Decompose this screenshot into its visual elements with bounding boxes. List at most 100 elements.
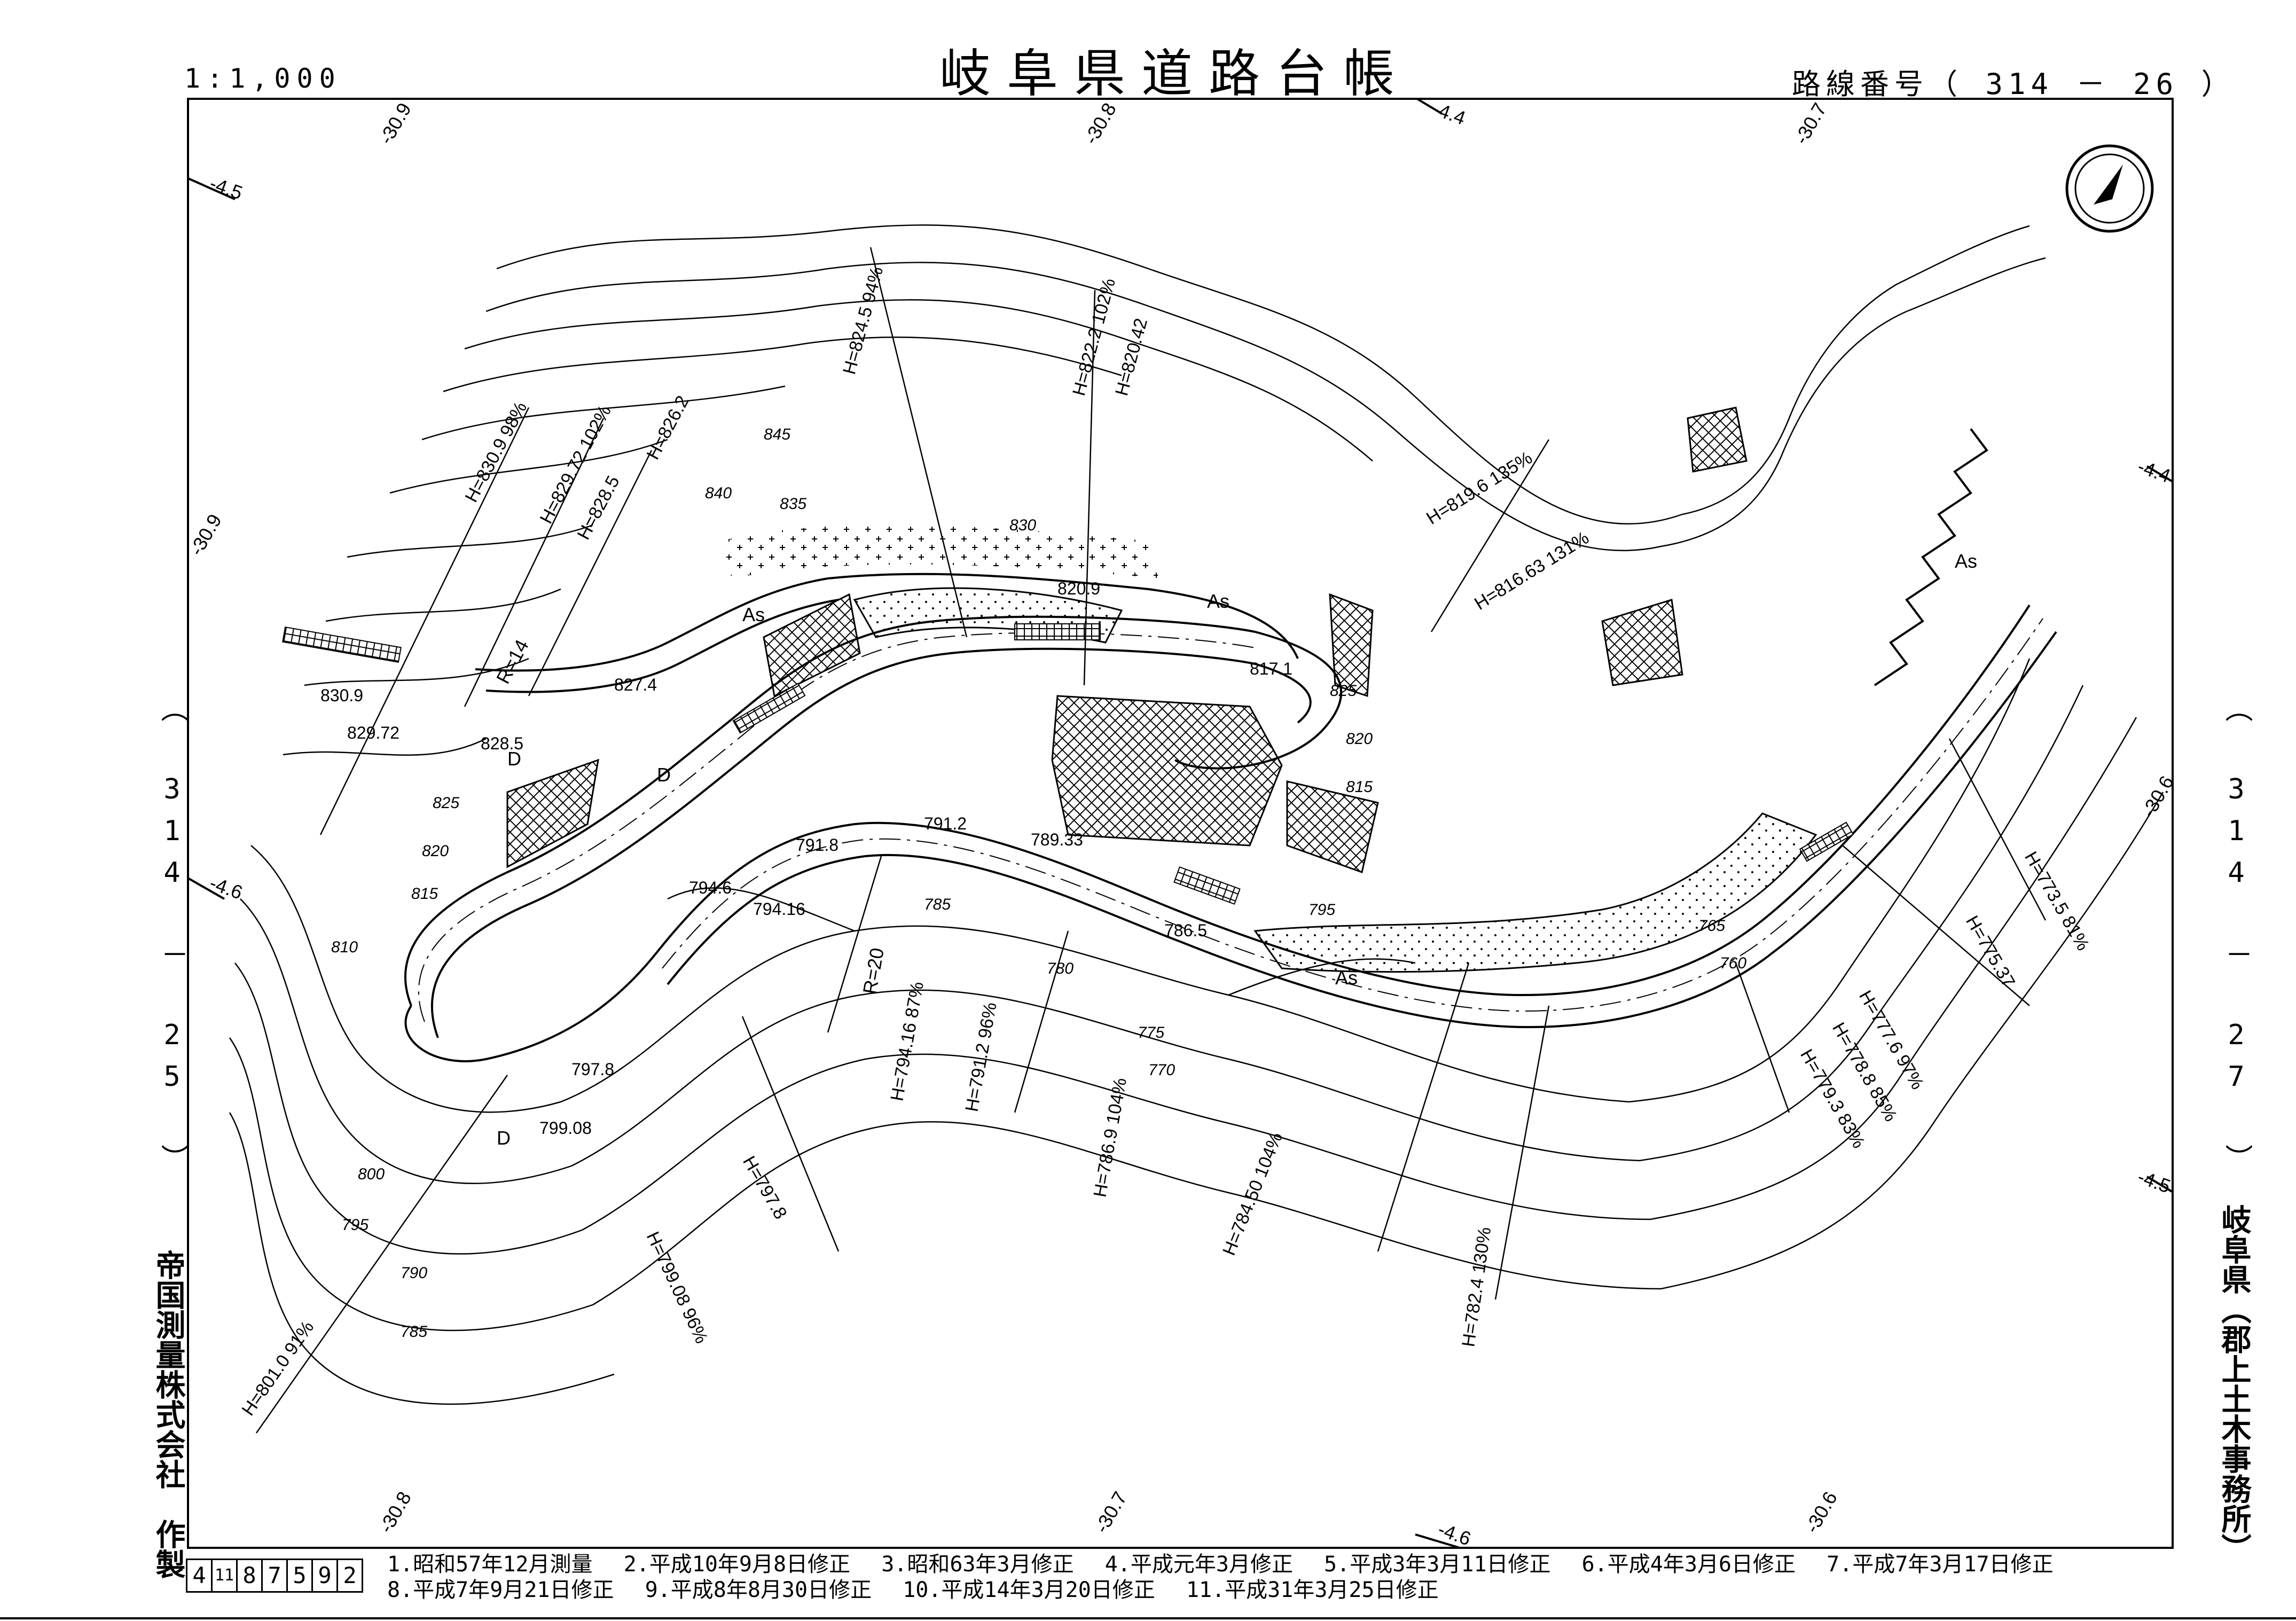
grid-mark-left-1: -4.5: [207, 172, 245, 204]
curve-radius-label: R=20: [859, 946, 888, 996]
grid-mark-top-1: -30.9: [374, 99, 416, 148]
grid-mark-top-2: -30.8: [1079, 99, 1120, 148]
revision-history: 1.昭和57年12月測量 2.平成10年9月8日修正 3.昭和63年3月修正 4…: [387, 1552, 2278, 1603]
map-number-digit: 7: [263, 1560, 288, 1591]
height-label: H=828.5: [574, 473, 624, 543]
height-label: H=775.37: [1962, 912, 2019, 991]
surface-label: As: [1335, 967, 1358, 989]
contour-label: 845: [764, 426, 790, 443]
revision-entry: 4.平成元年3月修正: [1104, 1552, 1293, 1577]
route-number: 路線番号（ 314 － 26 ）: [1792, 67, 2236, 101]
height-label: H=782.4 130%: [1458, 1226, 1495, 1348]
contour-label: 775: [1138, 1024, 1164, 1041]
map-number-digit: 9: [313, 1560, 338, 1591]
map-number-digit: 4: [187, 1560, 213, 1591]
grid-ticks: [187, 98, 2174, 1549]
height-label: H=773.5 81%: [2020, 848, 2093, 954]
elevation-point: 829.72: [347, 723, 399, 742]
maker-label: 帝国測量株式会社 作製: [151, 1250, 185, 1579]
revision-entry: 1.昭和57年12月測量: [387, 1552, 593, 1577]
height-label: H=799.08 96%: [642, 1228, 712, 1346]
road-map: -30.9 -30.8 -4.4 -30.7 -4.5 -30.9 -4.6 -…: [187, 98, 2174, 1549]
contour-label: 800: [358, 1165, 385, 1183]
height-label: H=794.16 87%: [887, 980, 928, 1102]
map-number-digit: 2: [343, 1562, 357, 1588]
contour-label: 780: [1047, 960, 1073, 977]
contour-labels: 845 840 835 830 825 825 820 820 815 815 …: [331, 426, 1746, 1341]
contour-label: 790: [401, 1264, 427, 1282]
office-label: 岐阜県（郡上土木事務所）: [2216, 1204, 2251, 1563]
map-frame: [187, 98, 2174, 1549]
height-label: H=784.50 104%: [1219, 1130, 1287, 1258]
elevation-point: 786.5: [1164, 921, 1207, 940]
slope-hatches: [506, 406, 1748, 873]
adjacent-sheet-left: （ 314 － 25 ）: [156, 694, 188, 1181]
map-number-box: 4 11 8 7 5 9 2: [186, 1559, 363, 1593]
map-number-digit: 11: [213, 1560, 238, 1591]
height-label: H=786.9 104%: [1090, 1076, 1131, 1199]
revision-entry: 5.平成3年3月11日修正: [1324, 1552, 1551, 1577]
revision-entry: 3.昭和63年3月修正: [881, 1552, 1074, 1577]
adjacent-sheet-right: （ 314 － 27 ）: [2220, 694, 2252, 1181]
elevation-point: 791.2: [924, 814, 967, 833]
elevation-point: 830.9: [320, 686, 363, 705]
revision-entry: 9.平成8年8月30日修正: [645, 1578, 872, 1602]
contour-label: 810: [331, 938, 358, 956]
contour-label: 785: [401, 1323, 427, 1341]
revision-entry: 10.平成14年3月20日修正: [903, 1578, 1155, 1602]
contour-label: 820: [1346, 730, 1373, 748]
revision-entry: 6.平成4年3月6日修正: [1581, 1552, 1796, 1577]
contour-label: 820: [422, 842, 449, 860]
grid-mark-bottom-1: -30.8: [374, 1487, 416, 1537]
grid-mark-left-2: -30.9: [187, 510, 226, 559]
contour-label: 830: [1009, 516, 1036, 534]
contour-label: 840: [705, 484, 732, 502]
map-scale: 1:1,000: [184, 63, 342, 94]
north-arrow-icon: [2065, 144, 2154, 233]
grid-mark-bottom-2: -30.7: [1090, 1487, 1131, 1537]
elevation-point: 827.4: [614, 675, 657, 694]
height-label: H=816.63 131%: [1471, 528, 1593, 614]
map-number-digit: 5: [288, 1560, 313, 1591]
grid-mark-right-2: -30.6: [2137, 772, 2174, 821]
curve-radius-label: R=14: [492, 636, 533, 687]
surface-label: As: [1955, 550, 1977, 572]
height-label: H=824.5 94%: [839, 264, 887, 377]
contour-label: 815: [1346, 778, 1373, 796]
height-label: H=830.9 98%: [461, 398, 531, 506]
grid-mark-bottom-4: -30.6: [1800, 1487, 1841, 1537]
stone-slope: [1874, 428, 1988, 686]
retaining-walls: [282, 623, 1854, 905]
contour-label: 825: [433, 794, 459, 812]
elevation-point: 794.16: [753, 899, 805, 919]
contour-label: 795: [1308, 901, 1335, 919]
ditch-label: D: [497, 1127, 511, 1149]
elevation-point: 817.1: [1250, 659, 1292, 678]
contour-label: 825: [1330, 682, 1357, 700]
contour-label: 770: [1148, 1061, 1175, 1079]
map-number-digit: 8: [238, 1560, 263, 1591]
elevation-point: 791.8: [796, 835, 839, 855]
plus-area: [721, 524, 1159, 578]
elevation-points: 820.9 817.1 827.4 830.9 829.72 828.5 791…: [320, 579, 1292, 1138]
grid-mark-left-3: -4.6: [207, 872, 245, 904]
contour-label: 765: [1698, 917, 1725, 935]
grid-mark-top-4: -30.7: [1790, 99, 1831, 148]
elevation-point: 828.5: [481, 734, 523, 753]
ditch-label: D: [657, 764, 671, 786]
revision-entry: 2.平成10年9月8日修正: [623, 1552, 851, 1577]
height-label: H=820.42: [1111, 316, 1151, 398]
contour-label: 760: [1720, 954, 1746, 972]
elevation-point: 794.6: [689, 878, 732, 897]
surface-label: As: [742, 604, 765, 625]
contour-label: 785: [924, 896, 951, 913]
contour-label: 815: [411, 885, 438, 903]
grid-mark-bottom-3: -4.6: [1435, 1518, 1474, 1549]
elevation-point: 797.8: [571, 1060, 614, 1079]
map-title: 岐阜県道路台帳: [939, 44, 1410, 104]
dotted-area: [1253, 812, 1817, 973]
elevation-point: 820.9: [1057, 579, 1100, 598]
elevation-point: 799.08: [539, 1118, 592, 1138]
height-leaders: [255, 247, 2047, 1434]
road-centerlines: [418, 618, 2043, 1022]
